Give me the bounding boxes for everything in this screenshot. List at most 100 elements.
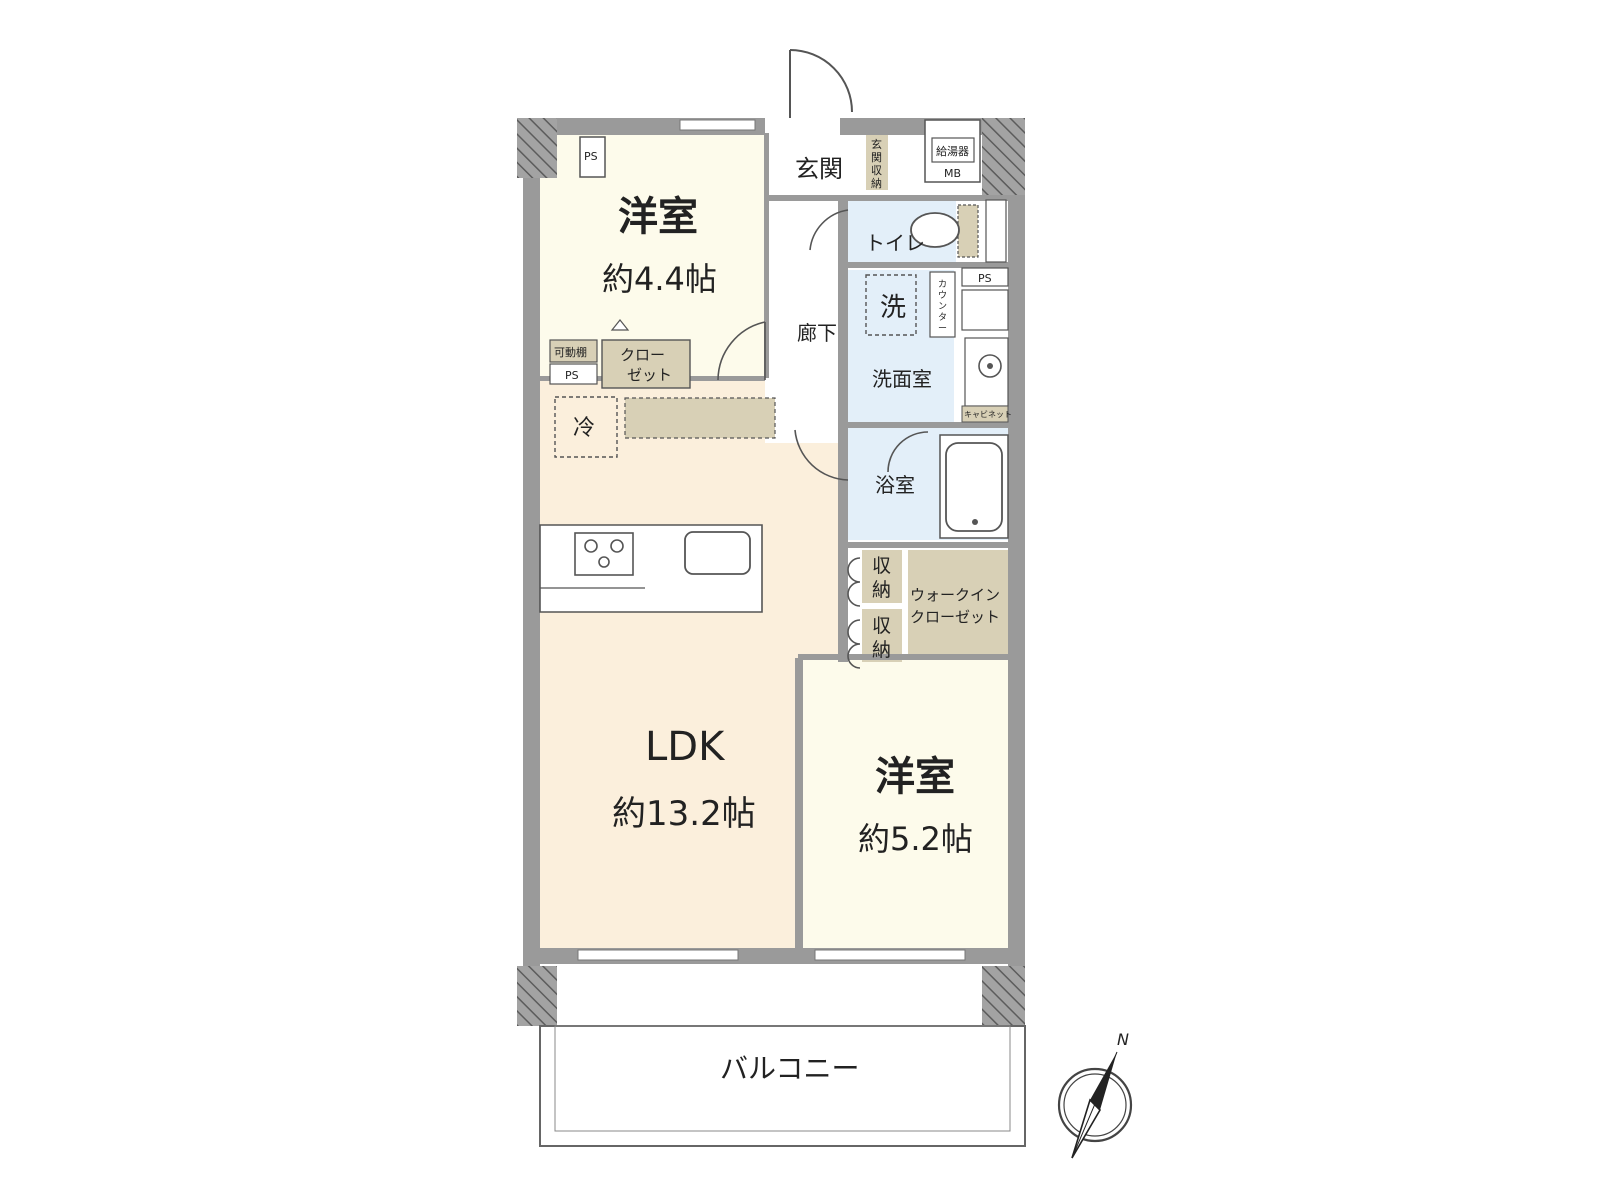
compass-north-label: N — [1117, 1030, 1129, 1049]
corner-column-bottom-left — [517, 966, 557, 1026]
toilet-bowl-icon — [910, 212, 960, 248]
wall-hall-east — [838, 200, 848, 662]
western-room-north-floor — [540, 133, 765, 378]
ldk-floor — [540, 378, 838, 948]
window-north-room — [679, 119, 756, 131]
wall-south-room-north — [798, 654, 1008, 660]
basin-drain-icon — [987, 363, 993, 369]
entrance-storage-char-3: 収 — [871, 164, 882, 177]
balcony-label: バルコニー — [720, 1052, 859, 1085]
basin-counter — [964, 337, 1009, 407]
ldk-size: 約13.2帖 — [612, 794, 756, 834]
counter-box — [929, 271, 956, 338]
outer-walls — [517, 118, 1025, 1026]
mb-label: MB — [944, 167, 961, 180]
storage-lower-char-2: 納 — [872, 639, 891, 661]
laundry-area — [865, 274, 917, 336]
toilet-tank — [957, 204, 979, 258]
ps-top-left-label: PS — [584, 150, 598, 163]
toilet-label: トイレ — [865, 231, 925, 255]
hallway-label: 廊下 — [797, 321, 837, 345]
storage-lower-floor — [862, 609, 902, 662]
bathroom-label: 浴室 — [875, 473, 915, 497]
ps-right-box — [961, 267, 1009, 287]
kitchen-back-counter — [624, 397, 776, 439]
fridge-label: 冷 — [573, 416, 595, 441]
entrance-storage-char-2: 関 — [871, 151, 882, 164]
western-south-size: 約5.2帖 — [858, 820, 973, 858]
closet-label-line-2: ゼット — [627, 366, 672, 384]
door-north-room — [717, 321, 766, 381]
closet-label-line-1: クロー — [620, 346, 665, 364]
counter-char-1: カ — [938, 279, 947, 290]
ps-right-label: PS — [978, 272, 992, 285]
laundry-label: 洗 — [880, 293, 906, 323]
shelf-box — [961, 289, 1009, 331]
sink-icon — [684, 531, 751, 575]
corner-column-top-right — [982, 118, 1025, 195]
entrance-label: 玄関 — [795, 155, 843, 183]
western-room-south-floor — [798, 658, 1008, 948]
cabinet-box — [961, 405, 1009, 423]
door-hall-toilet — [809, 209, 849, 251]
toilet-sink-counter — [985, 199, 1007, 263]
entrance-door — [789, 49, 853, 118]
western-south-name: 洋室 — [875, 754, 955, 800]
window-ldk — [577, 949, 739, 961]
wall-wet-divider-2 — [848, 422, 1008, 428]
room-floors — [540, 133, 1008, 948]
wic-label-line-1: ウォークイン — [910, 586, 1000, 604]
wall-entrance-divider — [765, 195, 1008, 201]
cabinet-label: キャビネット — [964, 410, 1012, 419]
wic-label-line-2: クローゼット — [910, 608, 1000, 626]
ps-middle-left-label: PS — [565, 369, 579, 382]
water-heater-unit — [931, 137, 975, 163]
vertical-labels: 玄 関 収 納 カ ウ ン タ ー 収 納 収 納 — [871, 137, 947, 661]
movable-shelf-label: 可動棚 — [554, 345, 587, 359]
balcony — [539, 1025, 1026, 1147]
left-wall — [523, 118, 540, 966]
counter-char-5: ー — [938, 324, 947, 334]
entrance-storage-floor — [866, 135, 888, 190]
door-hall-ldk — [794, 429, 849, 481]
storage-upper-char-2: 納 — [872, 579, 891, 601]
window-south-room — [814, 949, 966, 961]
fixtures: PS 給湯器 MB PS — [539, 119, 1009, 613]
corner-column-bottom-right — [982, 966, 1025, 1026]
walk-in-closet-floor — [908, 550, 1008, 658]
compass-rose-icon: N — [1057, 1030, 1133, 1159]
door-bathroom — [887, 431, 929, 473]
storage-upper-floor — [862, 550, 902, 603]
washroom-label: 洗面室 — [872, 367, 932, 391]
door-storage-lower — [847, 619, 861, 669]
counter-char-2: ウ — [938, 290, 947, 301]
bathtub-drain-icon — [972, 519, 978, 525]
ps-top-left-box — [579, 136, 606, 178]
closet-door-triangle-icon — [610, 319, 630, 331]
compass-needle-north-icon — [1090, 1052, 1117, 1110]
wall-ldk-south-room — [795, 658, 803, 948]
wall-wet-divider-3 — [848, 542, 1008, 548]
right-wall — [1008, 195, 1025, 966]
wall-wet-divider-1 — [848, 262, 1008, 268]
corner-column-top-left — [517, 118, 557, 178]
balcony-outline — [539, 1025, 1026, 1147]
closet-box — [601, 339, 691, 389]
storage-lower-char-1: 収 — [872, 615, 891, 637]
room-labels: 洋室 約4.4帖 LDK 約13.2帖 洋室 約5.2帖 玄関 廊下 トイレ 洗… — [554, 155, 1012, 1085]
ldk-name: LDK — [645, 724, 726, 770]
entrance-storage-char-4: 納 — [871, 177, 882, 190]
storage-upper-char-1: 収 — [872, 555, 891, 577]
counter-char-3: ン — [938, 302, 947, 312]
door-storage-upper — [847, 557, 861, 607]
western-north-name: 洋室 — [618, 194, 698, 240]
wall-north-room-east — [764, 133, 769, 378]
western-north-size: 約4.4帖 — [602, 260, 717, 298]
ps-middle-left-box — [549, 363, 598, 385]
bathtub-icon — [945, 442, 1003, 532]
entrance-storage-char-1: 玄 — [871, 137, 882, 151]
hallway-floor — [765, 133, 840, 443]
water-heater-label: 給湯器 — [936, 144, 969, 158]
balcony-inner — [554, 1025, 1011, 1132]
